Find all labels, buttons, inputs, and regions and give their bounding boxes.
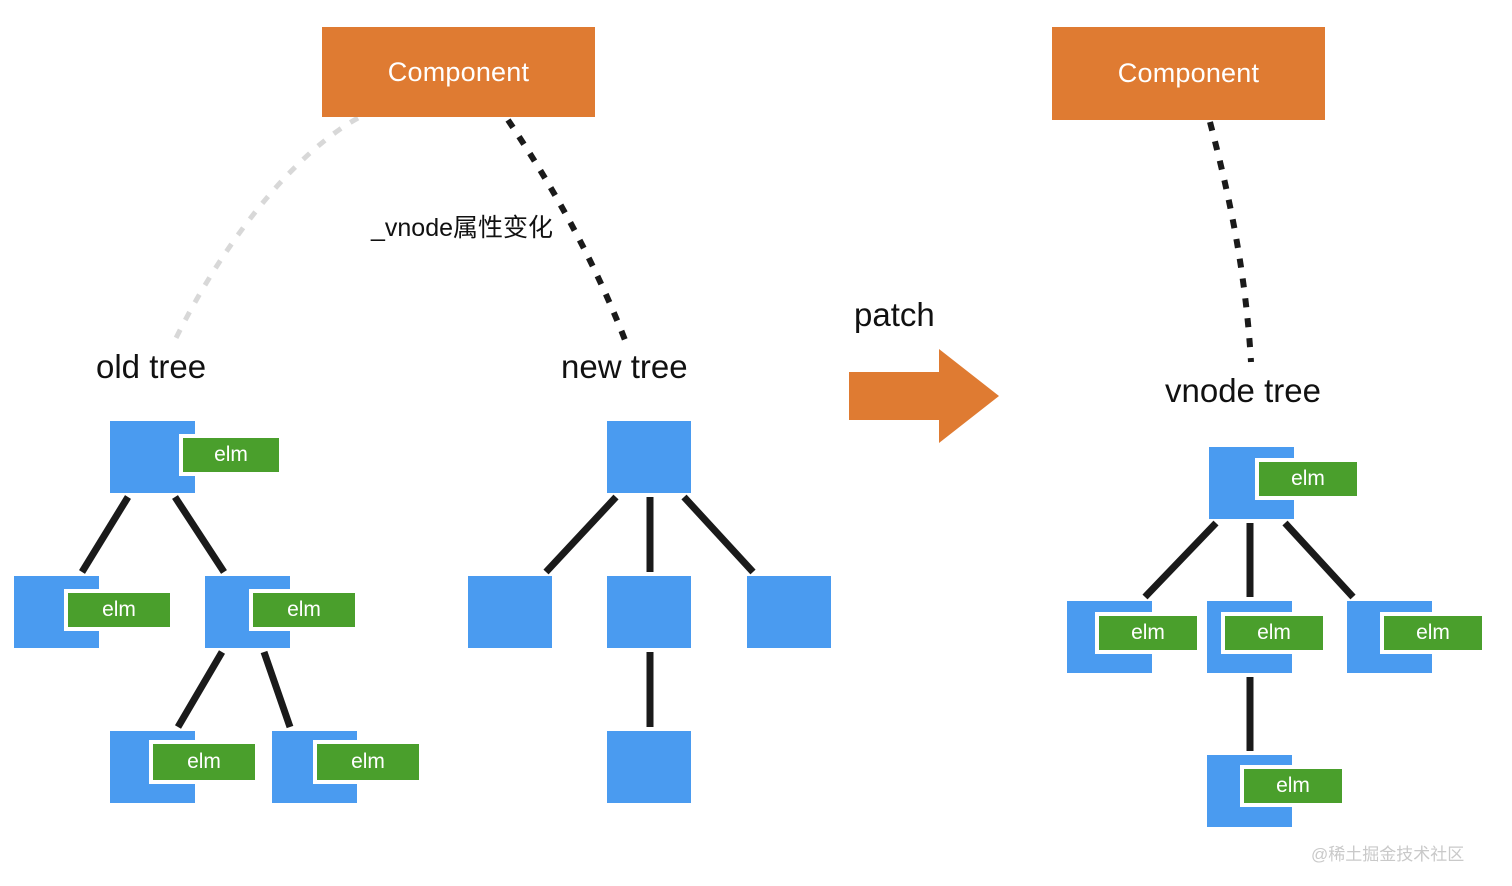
vnode-box [747,576,831,648]
old-tree-label: old tree [96,348,207,385]
tree-edge [172,495,227,574]
elm-box: elm [249,589,359,631]
tree-edge [260,650,294,729]
elm-box: elm [149,740,259,784]
tree-edge [79,495,131,574]
tree-edge [1282,520,1356,600]
component-right-label: Component [1117,58,1260,88]
tree-edge [543,494,619,575]
tree-edge [681,494,756,575]
elm-box: elm [1240,765,1346,807]
elm-box: elm [179,434,283,476]
elm-box: elm [64,589,174,631]
patch-label: patch [854,296,935,333]
elm-box: elm [1095,612,1201,654]
component-to-old-tree [173,115,360,340]
watermark: @稀土掘金技术社区 [1311,845,1465,864]
new-tree-label: new tree [561,348,688,385]
vnode-box [607,731,691,803]
elm-box: elm [313,740,423,784]
patch-arrow [849,349,999,443]
vnode-change-label: _vnode属性变化 [371,214,554,242]
vnode-box [607,421,691,493]
vnode-box [607,576,691,648]
component-to-vnode-tree [1207,121,1254,363]
vnode-box [468,576,552,648]
tree-edge [174,650,226,729]
tree-edge [1142,520,1219,600]
component-left-label: Component [387,56,530,87]
elm-box: elm [1221,612,1327,654]
component-box-right: Component [1052,27,1325,120]
vnode-tree-label: vnode tree [1165,372,1321,409]
elm-box: elm [1255,458,1361,500]
elm-box: elm [1380,612,1486,654]
component-box-left: Component [322,27,595,117]
